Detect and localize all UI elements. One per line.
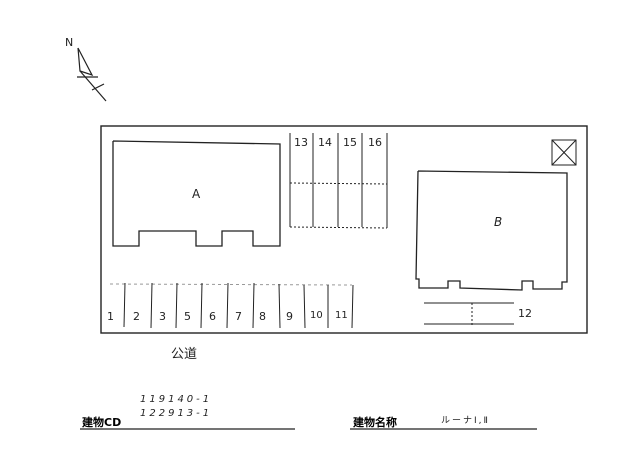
parking-side-stall [424,302,514,326]
north-arrow-icon [77,47,107,102]
parking-label-5: 5 [184,310,191,323]
parking-label-11: 11 [335,310,348,321]
road-label: 公道 [171,347,198,362]
building-a-outline [112,140,281,247]
site-boundary [100,125,588,334]
building-b-label: B [494,215,503,229]
parking-label-15: 15 [343,136,357,149]
parking-label-14: 14 [318,136,332,149]
parking-label-6: 6 [209,310,216,323]
parking-bottom-stalls [109,282,354,329]
building-name-label: 建物名称 [353,416,397,429]
parking-label-12: 12 [518,307,532,320]
building-b-outline [415,170,568,291]
building-a-label: A [192,187,201,201]
utility-box-icon [551,139,577,166]
parking-label-10: 10 [310,310,323,321]
parking-label-16: 16 [368,136,382,149]
parking-label-1: 1 [107,310,114,323]
parking-label-3: 3 [159,310,166,323]
parking-label-7: 7 [235,310,242,323]
building-cd-label: 建物CD [82,416,122,429]
parking-label-8: 8 [259,310,266,323]
building-cd-value-1: 119140-1 [140,394,213,405]
building-name-value: ルーナⅠ,Ⅱ [441,416,490,426]
parking-top-stalls [289,133,388,229]
parking-label-2: 2 [133,310,140,323]
parking-label-13: 13 [294,136,308,149]
building-cd-value-2: 122913-1 [140,408,213,419]
parking-label-9: 9 [286,310,293,323]
north-label: N [65,36,74,49]
